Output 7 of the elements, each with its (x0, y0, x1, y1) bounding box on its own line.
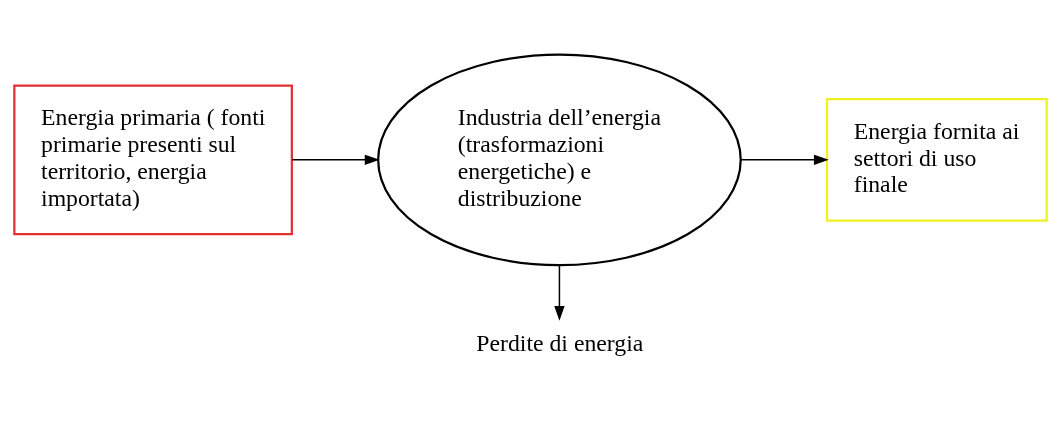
node-box: Energia primaria ( fonti primarie presenti sul territorio, energia importata) (13, 84, 293, 236)
arrow (740, 154, 829, 166)
arrow (554, 264, 565, 321)
arrow (291, 154, 380, 166)
node-text: Perdite di energia (476, 329, 644, 356)
node-ellipse: Industria dell’energia (trasformazioni energetiche) e distribuzione (377, 53, 742, 267)
node-box: Energia fornita ai settori di uso finale (825, 97, 1048, 222)
